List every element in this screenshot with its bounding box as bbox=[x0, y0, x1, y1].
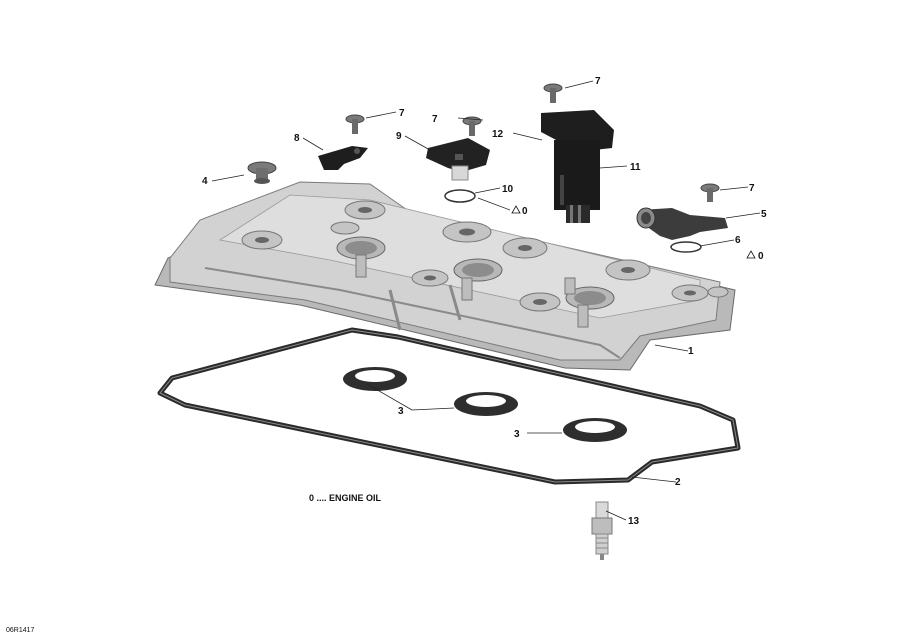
elbow-fitting bbox=[636, 207, 728, 240]
oil-marker-a: 0 bbox=[511, 205, 528, 217]
tube-seals bbox=[343, 367, 627, 442]
oil-marker-b-text: 0 bbox=[758, 251, 764, 262]
callout-6: 6 bbox=[735, 235, 741, 246]
callout-8: 8 bbox=[294, 133, 300, 144]
callout-7a: 7 bbox=[399, 108, 405, 119]
valve-cover bbox=[154, 181, 736, 371]
oil-marker-b: 0 bbox=[746, 250, 764, 262]
callout-13: 13 bbox=[628, 516, 640, 527]
callout-1: 1 bbox=[688, 346, 694, 357]
ignition-coil bbox=[541, 110, 614, 223]
callout-3b: 3 bbox=[514, 429, 520, 440]
screw-4 bbox=[700, 183, 720, 202]
screw-1 bbox=[345, 114, 365, 134]
valve-cover-gasket bbox=[157, 327, 741, 485]
callout-7b: 7 bbox=[432, 114, 438, 125]
sensor bbox=[426, 138, 490, 181]
callout-9: 9 bbox=[396, 131, 402, 142]
callout-7c: 7 bbox=[595, 76, 601, 87]
spark-plug bbox=[591, 501, 613, 560]
callout-4: 4 bbox=[202, 176, 208, 187]
washer-screw bbox=[247, 161, 277, 184]
callout-11: 11 bbox=[630, 162, 641, 173]
tube-seal-2 bbox=[454, 392, 518, 416]
tube-seal-1 bbox=[343, 367, 407, 391]
callout-2: 2 bbox=[675, 477, 681, 488]
callout-5: 5 bbox=[761, 209, 767, 220]
o-ring-1 bbox=[444, 189, 476, 203]
leader-lines bbox=[211, 80, 761, 521]
callout-12: 12 bbox=[492, 129, 504, 140]
legend-engine-oil: 0 .... ENGINE OIL bbox=[309, 493, 382, 503]
callout-10: 10 bbox=[502, 184, 514, 195]
screw-3 bbox=[543, 83, 563, 103]
oil-marker-a-text: 0 bbox=[522, 206, 528, 217]
callout-7d: 7 bbox=[749, 183, 755, 194]
bracket bbox=[318, 146, 368, 170]
drawing-code: 06R1417 bbox=[6, 627, 35, 634]
tube-seal-3 bbox=[563, 418, 627, 442]
callout-3a: 3 bbox=[398, 406, 404, 417]
callouts: 1 2 3 3 4 5 6 7 7 7 7 8 9 10 11 12 13 bbox=[202, 76, 767, 527]
o-ring-2 bbox=[670, 241, 702, 253]
